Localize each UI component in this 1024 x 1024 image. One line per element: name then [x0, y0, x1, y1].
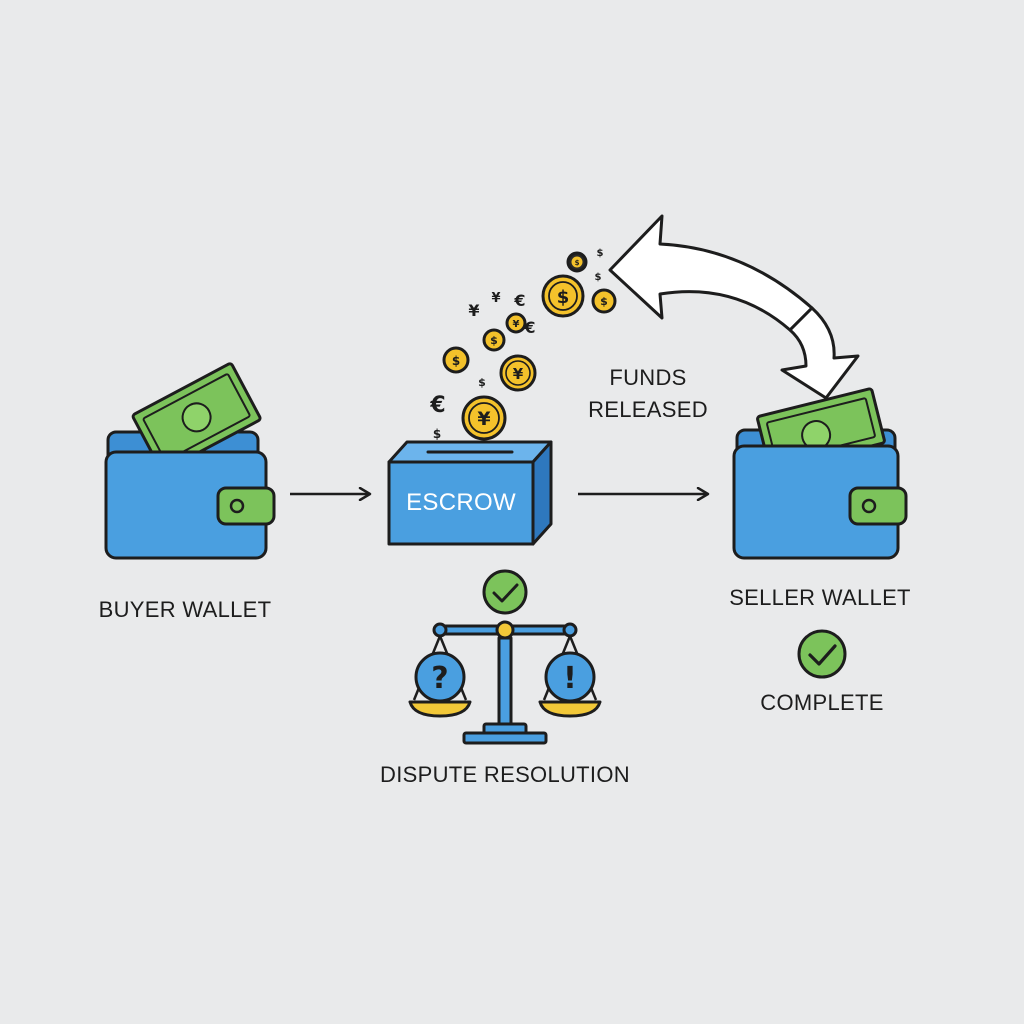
- coin-symbol: $: [600, 295, 608, 308]
- release-arrow-icon: [608, 214, 860, 400]
- complete-label: COMPLETE: [760, 690, 883, 715]
- dispute-check-icon: [482, 569, 528, 615]
- escrow-label: ESCROW: [406, 489, 516, 516]
- euro-symbol: €: [429, 393, 445, 418]
- coin-icon: $: [442, 346, 470, 374]
- dispute-resolution-label: DISPUTE RESOLUTION: [380, 762, 630, 787]
- coin-symbol: $: [575, 259, 580, 267]
- buyer-cash-icon: [131, 362, 262, 473]
- coin-symbol: ¥: [513, 365, 524, 383]
- buyer-wallet-icon: [104, 362, 276, 560]
- coin-icon: $: [541, 274, 585, 318]
- coin-stream: ¥ $ $ ¥ ¥ $ $ $: [429, 248, 617, 441]
- yen-symbol: ¥: [491, 291, 500, 306]
- coin-icon: $: [566, 251, 588, 273]
- dollar-symbol: $: [433, 427, 441, 441]
- dollar-symbol: $: [478, 376, 486, 389]
- question-symbol: ?: [431, 661, 448, 696]
- yen-symbol: ¥: [468, 301, 479, 320]
- coin-symbol: ¥: [513, 319, 520, 330]
- euro-symbol: €: [513, 291, 525, 310]
- buyer-wallet-label: BUYER WALLET: [99, 597, 272, 622]
- coin-symbol: $: [557, 287, 570, 308]
- funds-released-label: FUNDS: [609, 365, 686, 390]
- coin-symbol: $: [490, 334, 498, 347]
- euro-symbol: €: [523, 318, 535, 337]
- question-mark-icon: ?: [414, 651, 466, 703]
- coin-icon: ¥: [505, 312, 527, 334]
- escrow-box: [387, 440, 553, 546]
- balance-scale-icon: ? !: [408, 620, 602, 745]
- funds-released-label-line2: RELEASED: [588, 397, 708, 422]
- seller-wallet-icon: [732, 387, 908, 560]
- coin-symbol: ¥: [477, 408, 490, 430]
- seller-wallet-label: SELLER WALLET: [729, 585, 911, 610]
- coin-icon: ¥: [499, 354, 537, 392]
- exclamation-mark-icon: !: [544, 651, 596, 703]
- coin-icon: ¥: [461, 395, 507, 441]
- dollar-symbol: $: [595, 272, 602, 283]
- coin-icon: $: [482, 328, 506, 352]
- dollar-symbol: $: [597, 248, 604, 259]
- coin-icon: $: [591, 288, 617, 314]
- exclamation-symbol: !: [563, 661, 577, 696]
- coin-symbol: $: [452, 354, 460, 368]
- complete-check-icon: [797, 629, 847, 679]
